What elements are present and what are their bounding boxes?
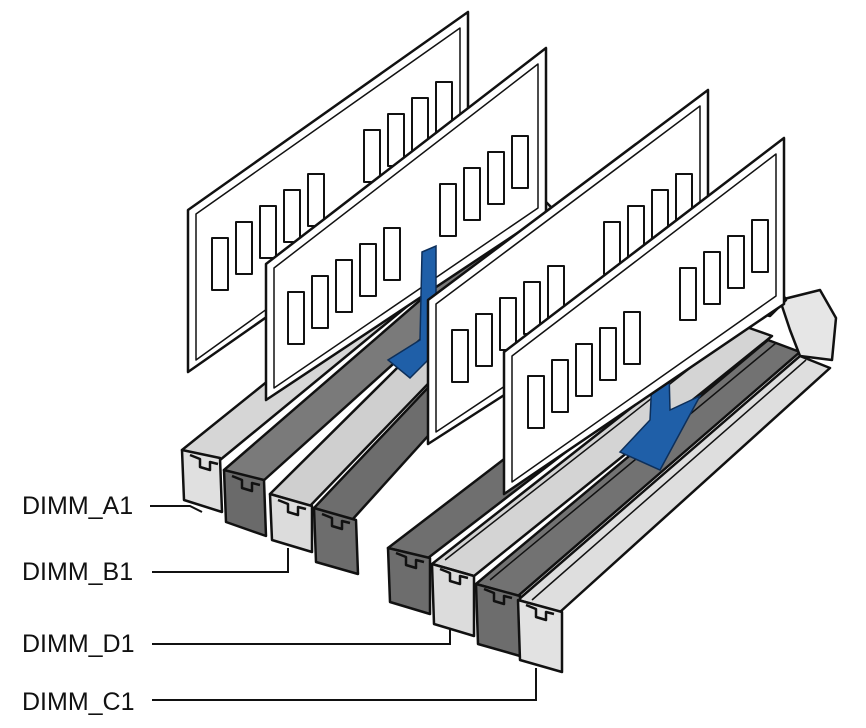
rear-latch-right (778, 288, 838, 362)
slot-c1-latch (516, 598, 564, 674)
label-dimm-c1: DIMM_C1 (22, 688, 135, 716)
leader-dimm-a1 (150, 505, 203, 513)
slot-right-1-latch (386, 546, 432, 616)
slot-right-3-latch (474, 582, 522, 658)
slot-left-4-latch (312, 506, 360, 576)
leader-lines (150, 505, 537, 701)
memory-module-1 (186, 10, 470, 374)
label-dimm-b1: DIMM_B1 (22, 558, 134, 586)
slot-d1-latch (430, 562, 476, 638)
leader-dimm-d1 (152, 628, 451, 645)
memory-module-2 (264, 46, 548, 402)
leader-dimm-c1 (152, 668, 537, 701)
slot-a1-latch (180, 448, 224, 514)
leader-dimm-b1 (152, 548, 289, 573)
label-dimm-a1: DIMM_A1 (22, 492, 134, 520)
slot-b-dark-latch (222, 468, 268, 538)
memory-module-4 (502, 136, 786, 496)
label-dimm-d1: DIMM_D1 (22, 630, 135, 658)
